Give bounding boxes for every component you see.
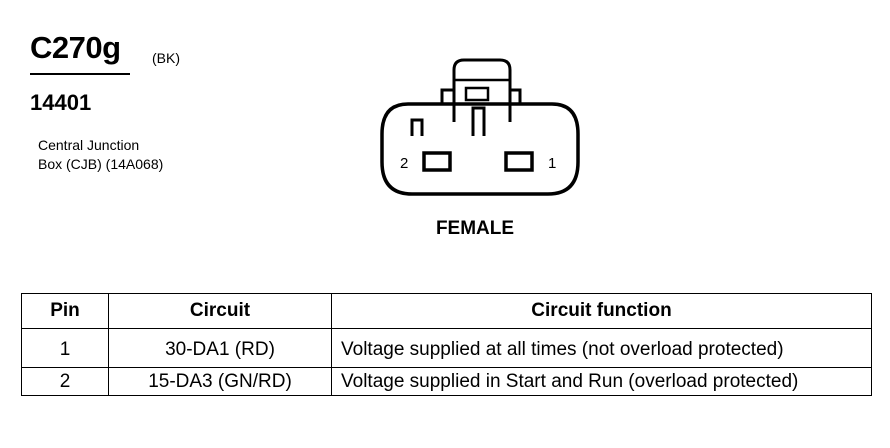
pin-cavity-2 <box>422 151 452 172</box>
part-number: 14401 <box>30 90 92 115</box>
cell-pin: 1 <box>21 328 109 368</box>
connector-shoulder-left <box>440 88 454 104</box>
connector-latch-window <box>464 86 490 102</box>
connector-body <box>380 102 580 196</box>
pinout-table: Pin Circuit Circuit function 1 30-DA1 (R… <box>21 293 872 396</box>
connector-key-left <box>410 118 424 136</box>
cell-pin: 2 <box>21 367 109 396</box>
connector-color-code: (BK) <box>152 50 180 66</box>
connector-face-drawing: 2 1 <box>380 58 580 196</box>
table-row: 2 15-DA3 (GN/RD) Voltage supplied in Sta… <box>21 367 872 396</box>
connector-key-center <box>471 106 486 136</box>
header-circuit: Circuit <box>108 293 332 329</box>
cell-circuit: 30-DA1 (RD) <box>108 328 332 368</box>
connector-id: C270g <box>30 30 121 65</box>
pin-label-2: 2 <box>400 155 408 172</box>
table-row: 1 30-DA1 (RD) Voltage supplied at all ti… <box>21 328 872 368</box>
cell-circuit: 15-DA3 (GN/RD) <box>108 367 332 396</box>
connector-gender-label: FEMALE <box>435 218 515 239</box>
header-circuit-function: Circuit function <box>331 293 872 329</box>
connector-location: Central Junction Box (CJB) (14A068) <box>38 136 163 174</box>
cell-circuit-function: Voltage supplied at all times (not overl… <box>331 328 872 368</box>
pin-cavity-1 <box>504 151 534 172</box>
table-header-row: Pin Circuit Circuit function <box>21 293 872 329</box>
connector-shoulder-right <box>510 88 522 104</box>
pin-label-1: 1 <box>548 155 556 172</box>
connector-latch <box>452 58 512 122</box>
cell-circuit-function: Voltage supplied in Start and Run (overl… <box>331 367 872 396</box>
header-pin: Pin <box>21 293 109 329</box>
connector-id-underline <box>30 73 130 75</box>
location-line-2: Box (CJB) (14A068) <box>38 156 164 172</box>
location-line-1: Central Junction <box>38 137 140 153</box>
